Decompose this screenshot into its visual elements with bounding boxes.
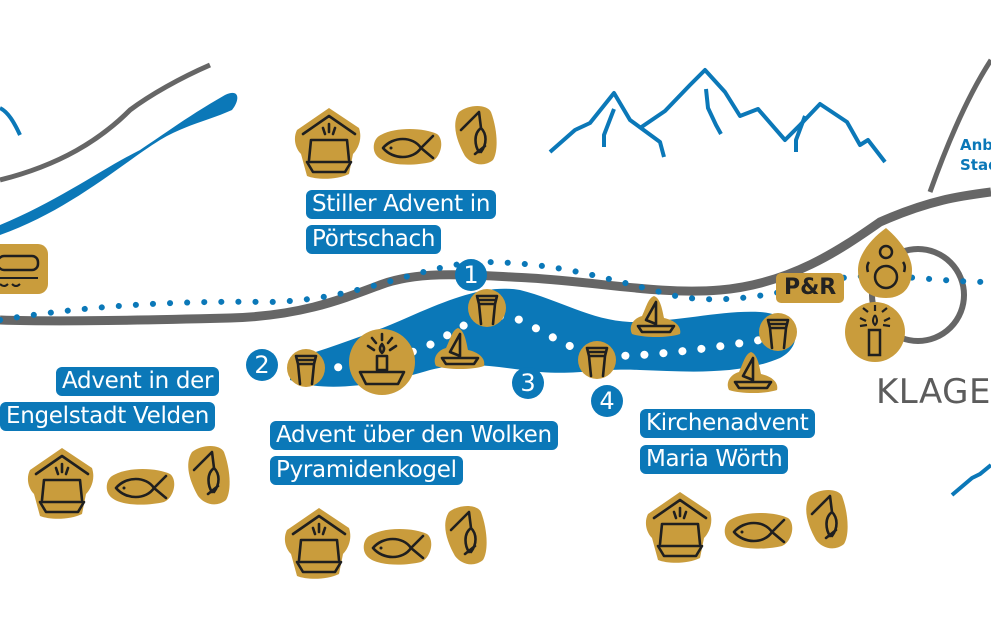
market-stall-icon bbox=[27, 448, 94, 519]
pier-icon bbox=[578, 341, 616, 379]
market-amenities-velden bbox=[27, 446, 230, 519]
sailboat-icon bbox=[434, 328, 485, 369]
fish-icon bbox=[363, 529, 432, 565]
market-title-velden-line1[interactable]: Advent in der bbox=[56, 367, 220, 396]
side-note-line2: Stad bbox=[960, 156, 991, 174]
pier-icon bbox=[468, 289, 506, 327]
market-stall-icon bbox=[645, 492, 712, 563]
dotted-route-north bbox=[0, 258, 991, 323]
main-road bbox=[0, 187, 991, 326]
candle-boat-icon bbox=[349, 329, 415, 395]
market-stall-icon bbox=[294, 108, 361, 179]
pier-icon bbox=[287, 349, 325, 387]
market-title-pyramidenkogel-line1[interactable]: Advent über den Wolken bbox=[270, 421, 558, 450]
market-title-maria-woerth-line1[interactable]: Kirchenadvent bbox=[640, 409, 815, 438]
market-title-poertschach-line1[interactable]: Stiller Advent in bbox=[306, 190, 497, 219]
fishing-rod-icon bbox=[445, 506, 487, 565]
side-note-line1: Anb bbox=[960, 136, 991, 154]
train-icon bbox=[0, 244, 48, 294]
snowman-icon bbox=[858, 228, 912, 298]
fishing-rod-icon bbox=[188, 446, 230, 505]
fishing-rod-icon bbox=[806, 490, 848, 549]
market-amenities-pyramidenkogel bbox=[284, 506, 487, 579]
fish-icon bbox=[106, 469, 175, 505]
road-northwest bbox=[0, 62, 211, 183]
road-to-city bbox=[927, 58, 991, 193]
lake bbox=[290, 288, 796, 387]
river-branch bbox=[0, 106, 22, 136]
city-label-klagenfurt: KLAGE bbox=[876, 372, 991, 412]
market-number-2[interactable]: 2 bbox=[246, 349, 278, 381]
market-title-velden-line2[interactable]: Engelstadt Velden bbox=[0, 402, 215, 431]
fish-icon bbox=[724, 513, 793, 549]
market-number-3[interactable]: 3 bbox=[512, 367, 544, 399]
market-title-maria-woerth-line2[interactable]: Maria Wörth bbox=[640, 445, 789, 474]
mountains-icon bbox=[548, 68, 887, 164]
sailboat-icon bbox=[727, 352, 778, 393]
market-number-1[interactable]: 1 bbox=[455, 259, 487, 291]
park-and-ride-badge: P&R bbox=[776, 273, 845, 303]
market-title-poertschach-line2[interactable]: Pörtschach bbox=[306, 225, 442, 254]
fishing-rod-icon bbox=[455, 106, 497, 165]
fish-icon bbox=[373, 129, 442, 165]
market-number-4[interactable]: 4 bbox=[591, 385, 623, 417]
river bbox=[0, 92, 238, 235]
market-title-pyramidenkogel-line2[interactable]: Pyramidenkogel bbox=[270, 456, 463, 485]
pier-icon bbox=[759, 313, 797, 351]
mountain-fragment bbox=[950, 463, 991, 497]
market-stall-icon bbox=[284, 508, 351, 579]
market-amenities-poertschach bbox=[294, 106, 497, 179]
candle-icon bbox=[845, 302, 905, 362]
market-amenities-maria-woerth bbox=[645, 490, 848, 563]
sailboat-icon bbox=[630, 296, 681, 337]
